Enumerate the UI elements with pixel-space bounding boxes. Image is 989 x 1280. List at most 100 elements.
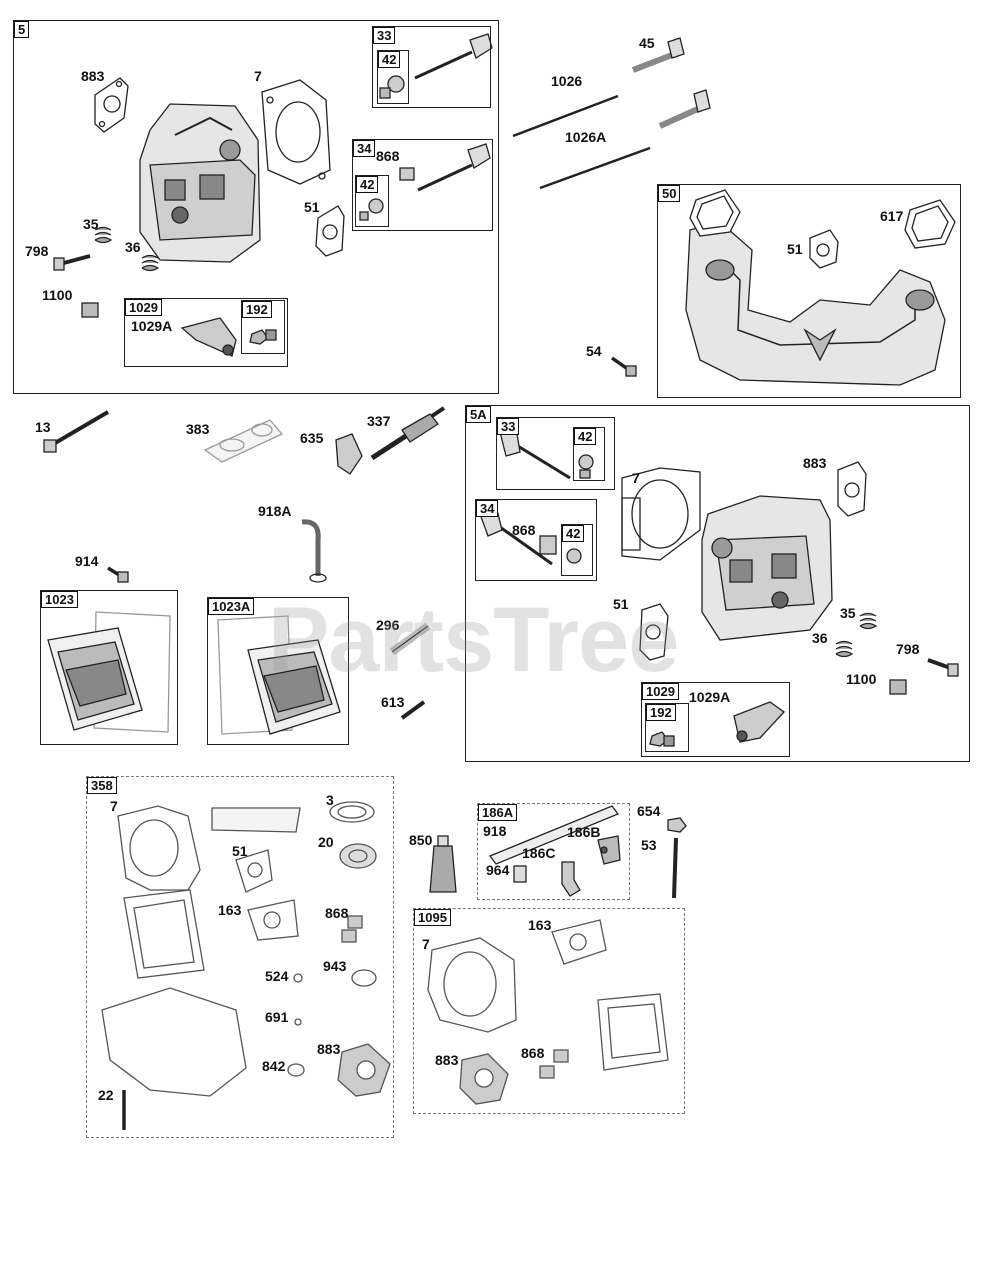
callout-7: 7 — [632, 470, 640, 486]
group-tag-1029: 1029 — [642, 683, 679, 700]
part-cylinder-head-a — [139, 103, 261, 263]
callout-20: 20 — [318, 834, 334, 850]
callout-918A: 918A — [258, 503, 292, 519]
callout-964: 964 — [486, 862, 510, 878]
group-tag-1023: 1023 — [41, 591, 78, 608]
callout-7: 7 — [254, 68, 262, 84]
group-tag-42: 42 — [562, 525, 585, 542]
part-383-sleeve — [203, 419, 284, 463]
part-798-bolt-b — [927, 658, 959, 677]
part-337-spark-plug — [370, 406, 446, 461]
callout-7: 7 — [422, 936, 430, 952]
part-35-spring-a — [94, 226, 113, 244]
callout-53: 53 — [641, 837, 657, 853]
callout-798: 798 — [25, 243, 49, 259]
callout-337: 337 — [367, 413, 391, 429]
callout-35: 35 — [840, 605, 856, 621]
callout-883: 883 — [435, 1052, 459, 1068]
callout-54: 54 — [586, 343, 602, 359]
callout-1029A: 1029A — [131, 318, 173, 334]
group-50-frame — [657, 184, 961, 398]
part-valve-34-a — [359, 143, 491, 221]
group-tag-33: 33 — [497, 418, 520, 435]
callout-1100: 1100 — [846, 671, 877, 687]
callout-22: 22 — [98, 1087, 114, 1103]
group-192b-frame — [645, 703, 689, 752]
part-654-nut — [667, 817, 687, 833]
callout-296: 296 — [376, 617, 400, 633]
part-54-screw — [610, 356, 637, 377]
callout-186B: 186B — [567, 824, 601, 840]
part-883-gasket-b — [837, 461, 867, 517]
callout-51: 51 — [232, 843, 248, 859]
callout-1029A: 1029A — [689, 689, 731, 705]
part-51-gasket-a — [315, 205, 345, 257]
part-45-tappet — [631, 37, 685, 73]
group-33b-frame — [496, 417, 615, 490]
callout-868: 868 — [376, 148, 400, 164]
group-tag-358: 358 — [87, 777, 117, 794]
callout-613: 613 — [381, 694, 405, 710]
callout-850: 850 — [409, 832, 433, 848]
part-964-clamp — [513, 865, 527, 883]
group-33a-frame — [372, 26, 491, 108]
group-tag-186A: 186A — [478, 804, 518, 821]
callout-51: 51 — [304, 199, 320, 215]
part-1023-valve-cover — [47, 611, 171, 733]
group-1095-frame — [413, 908, 685, 1114]
part-13-bolt — [43, 410, 110, 453]
part-918-tube — [488, 805, 620, 865]
callout-45: 45 — [639, 35, 655, 51]
part-tappet-1026A — [658, 89, 711, 129]
group-192a-frame — [241, 300, 285, 354]
callout-1026: 1026 — [551, 73, 583, 89]
callout-617: 617 — [880, 208, 904, 224]
callout-13: 13 — [35, 419, 51, 435]
part-186B-valve — [597, 835, 621, 865]
part-617-gasket-ring — [904, 199, 956, 249]
part-36-spring-a — [141, 254, 160, 272]
part-358-gasket-set — [101, 801, 391, 1130]
callout-383: 383 — [186, 421, 210, 437]
callout-35: 35 — [83, 216, 99, 232]
callout-918: 918 — [483, 823, 507, 839]
group-5-frame — [13, 20, 499, 394]
group-tag-33: 33 — [373, 27, 396, 44]
callout-914: 914 — [75, 553, 99, 569]
part-1100-clip-a — [81, 302, 99, 318]
callout-691: 691 — [265, 1009, 289, 1025]
group-1023-frame — [40, 590, 178, 745]
part-53-stud — [672, 837, 678, 899]
part-1026-pushrod — [512, 94, 619, 138]
group-tag-42: 42 — [356, 176, 379, 193]
part-7-head-gasket-a — [261, 79, 331, 185]
part-cylinder-head-b — [701, 495, 833, 641]
part-613-screw — [400, 700, 426, 720]
callout-51: 51 — [787, 241, 803, 257]
callout-883: 883 — [81, 68, 105, 84]
part-798-bolt-a — [53, 254, 91, 271]
group-tag-34: 34 — [476, 500, 499, 517]
part-1029A-rocker-b — [649, 701, 785, 747]
group-tag-192: 192 — [242, 301, 272, 318]
part-1026A-pushrod — [539, 146, 651, 190]
part-gasket-ring-50a — [689, 189, 741, 237]
callout-51: 51 — [613, 596, 629, 612]
callout-163: 163 — [528, 917, 552, 933]
callout-842: 842 — [262, 1058, 286, 1074]
callout-1026A: 1026A — [565, 129, 607, 145]
group-tag-1023A: 1023A — [208, 598, 255, 615]
callout-36: 36 — [125, 239, 141, 255]
callout-868: 868 — [325, 905, 349, 921]
callout-3: 3 — [326, 792, 334, 808]
callout-798: 798 — [896, 641, 920, 657]
group-tag-1029: 1029 — [125, 299, 162, 316]
group-1023A-frame — [207, 597, 349, 745]
group-tag-192: 192 — [646, 704, 676, 721]
group-tag-42: 42 — [574, 428, 597, 445]
group-42d-frame — [561, 524, 593, 576]
group-34b-frame — [475, 499, 597, 581]
group-tag-5A: 5A — [466, 406, 491, 423]
part-valve-33-a — [379, 33, 493, 99]
